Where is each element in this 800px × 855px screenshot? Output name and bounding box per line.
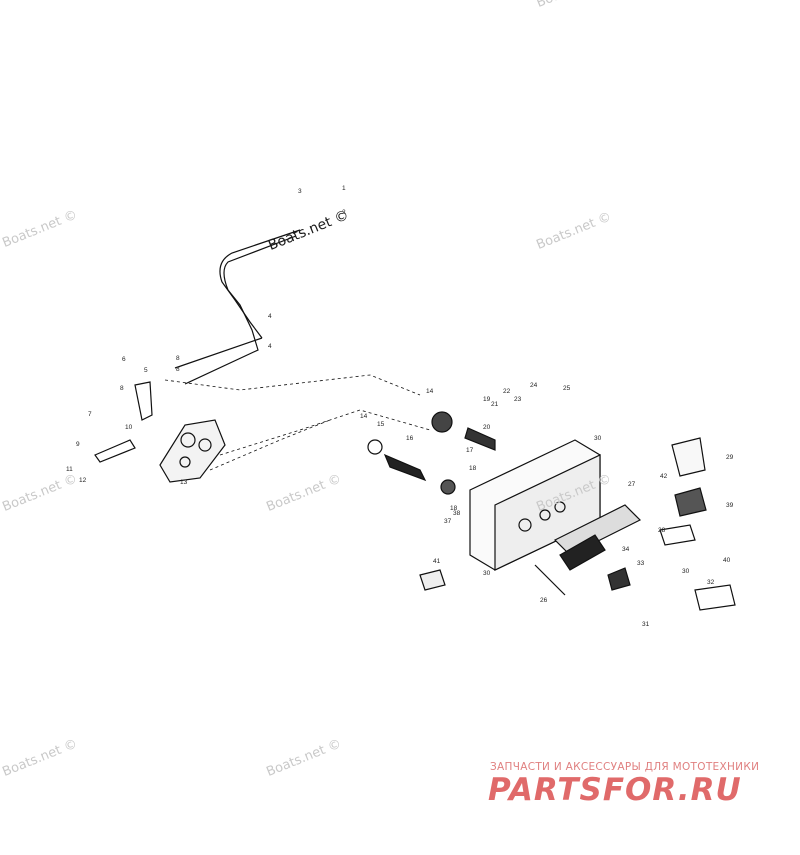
- callout-label: 9: [76, 441, 80, 448]
- faceplate: [553, 504, 642, 556]
- callout-label: 32: [707, 579, 715, 586]
- callout-label: 20: [483, 424, 491, 431]
- callout-label: 38: [453, 510, 461, 517]
- callout-label: 18: [450, 505, 458, 512]
- switch-cover: [671, 437, 706, 477]
- callout-label: 33: [637, 560, 645, 567]
- callout-label: 8: [120, 385, 124, 392]
- callout-label: 3: [298, 188, 302, 195]
- callout-label: 4: [268, 343, 272, 350]
- callout-label: 40: [723, 557, 731, 564]
- knob: [440, 479, 456, 495]
- housing-hole: [554, 501, 566, 513]
- callout-label: 15: [377, 421, 385, 428]
- cap: [419, 569, 446, 591]
- callout-label: 13: [180, 479, 188, 486]
- callout-label: 19: [483, 396, 491, 403]
- callout-label: 17: [466, 447, 474, 454]
- control-cable-branch: [174, 337, 263, 369]
- callout-label: 22: [503, 388, 511, 395]
- dashed-connector: [164, 374, 431, 471]
- callout-label: 30: [594, 435, 602, 442]
- callout-label: 11: [66, 466, 73, 473]
- callout-label: 4: [268, 313, 272, 320]
- gear: [431, 411, 453, 433]
- bracket: [134, 381, 153, 421]
- callout-label: 2: [342, 209, 346, 216]
- callout-label: 10: [125, 424, 133, 431]
- callout-label: 5: [144, 367, 148, 374]
- sleeve: [464, 427, 496, 451]
- plate-hole: [198, 438, 212, 452]
- callout-label: 18: [469, 465, 477, 472]
- callout-label: 1: [342, 185, 346, 192]
- clip: [607, 567, 631, 591]
- callout-label: 39: [726, 502, 734, 509]
- callout-label: 16: [406, 435, 414, 442]
- brand-logo: PARTSFOR.RU: [488, 772, 742, 808]
- callout-label: 26: [540, 597, 548, 604]
- callout-label: 28: [658, 527, 666, 534]
- callout-label: 8: [176, 366, 180, 373]
- callout-label: 37: [444, 518, 452, 525]
- callout-label: 41: [433, 558, 441, 565]
- callout-label: 42: [660, 473, 668, 480]
- gasket: [559, 534, 606, 571]
- callout-label: 27: [628, 481, 636, 488]
- brand-tagline: ЗАПЧАСТИ И АКСЕССУАРЫ ДЛЯ МОТОТЕХНИКИ: [490, 761, 760, 773]
- callout-label: 14: [426, 388, 434, 395]
- callout-label: 14: [360, 413, 368, 420]
- callout-label: 12: [79, 477, 87, 484]
- tag-plate: [694, 584, 736, 611]
- callout-label: 29: [726, 454, 734, 461]
- housing-hole: [539, 509, 551, 521]
- control-cable-lower: [184, 235, 297, 385]
- plate-hole: [179, 456, 191, 468]
- washer: [367, 439, 383, 455]
- callout-label: 30: [483, 570, 491, 577]
- shaft: [383, 453, 427, 482]
- callout-label: 7: [88, 411, 92, 418]
- callout-label: 25: [563, 385, 571, 392]
- switch-plate: [659, 524, 696, 546]
- callout-label: 24: [530, 382, 538, 389]
- callout-label: 23: [514, 396, 522, 403]
- callout-label: 31: [642, 621, 650, 628]
- switch-body: [674, 487, 707, 517]
- mounting-plate: [159, 419, 226, 483]
- callout-label: 21: [491, 401, 499, 408]
- callout-label: 8: [176, 355, 180, 362]
- housing-hole: [518, 518, 532, 532]
- callout-label: 30: [682, 568, 690, 575]
- lever-arm: [94, 439, 136, 463]
- plate-hole: [180, 432, 196, 448]
- callout-label: 6: [122, 356, 126, 363]
- callout-label: 34: [622, 546, 630, 553]
- rod: [534, 564, 566, 596]
